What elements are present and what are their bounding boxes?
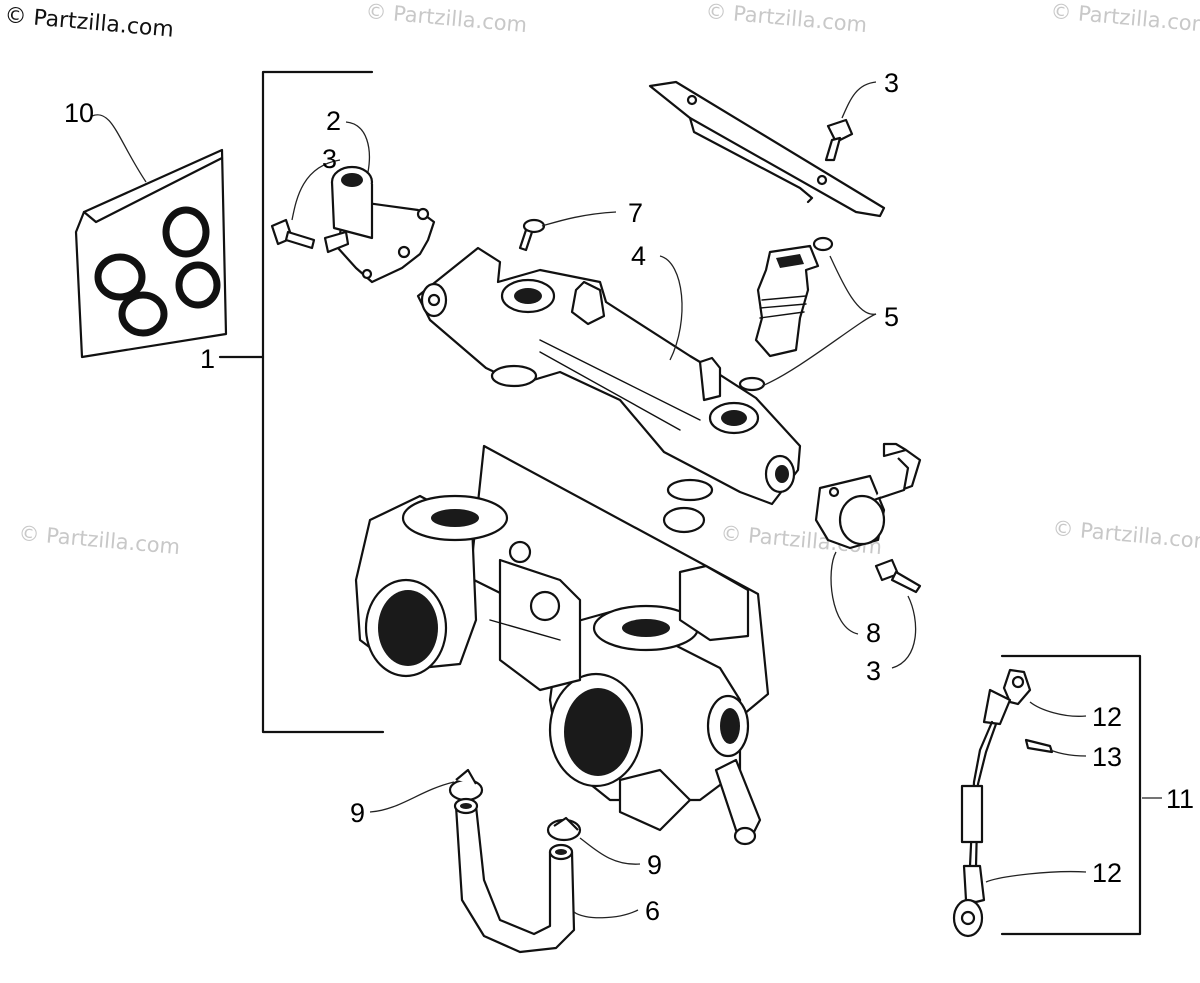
fuel-rail-part — [416, 246, 802, 506]
watermark-faint-1: © Partzilla.com — [365, 0, 529, 37]
callout-10: 10 — [64, 98, 94, 128]
screw-part-top — [824, 118, 854, 162]
watermark-faint-7: © Partzilla.com — [1052, 516, 1200, 554]
throttle-body-part — [354, 444, 770, 846]
small-screw-part — [518, 218, 546, 252]
assembly-bracket — [261, 70, 385, 734]
pressure-regulator-part — [323, 165, 436, 284]
callout-6: 6 — [645, 896, 660, 926]
watermark-faint-4: © Partzilla.com — [18, 521, 182, 559]
callout-12-bottom: 12 — [1092, 858, 1122, 888]
callout-3-left: 3 — [322, 144, 337, 174]
callout-9-left: 9 — [350, 798, 365, 828]
mounting-plate-part — [648, 80, 886, 218]
callout-8: 8 — [866, 618, 881, 648]
sensor-part — [814, 442, 922, 550]
hose-part — [453, 797, 576, 954]
watermark-main: © Partzilla.com — [3, 3, 174, 43]
callout-12-top: 12 — [1092, 702, 1122, 732]
hose-clamp-part-lower — [546, 816, 582, 842]
hose-clamp-part-upper — [448, 768, 484, 802]
screw-part-left — [270, 218, 316, 250]
screw-part-right — [874, 558, 922, 594]
callout-2: 2 — [326, 106, 341, 136]
callout-7: 7 — [628, 198, 643, 228]
callout-9-right: 9 — [647, 850, 662, 880]
callout-3-top: 3 — [884, 68, 899, 98]
callout-13: 13 — [1092, 742, 1122, 772]
watermark-faint-2: © Partzilla.com — [705, 0, 869, 37]
callout-11: 11 — [1166, 784, 1194, 814]
gasket-part — [74, 148, 228, 359]
callout-5: 5 — [884, 302, 899, 332]
callout-4: 4 — [631, 241, 646, 271]
seal-washer — [662, 506, 706, 534]
ground-wire-part — [952, 654, 1142, 938]
fuel-injector-part — [738, 236, 834, 392]
watermark-faint-3: © Partzilla.com — [1050, 0, 1200, 37]
callout-3-right: 3 — [866, 656, 881, 686]
callout-1: 1 — [200, 344, 215, 374]
